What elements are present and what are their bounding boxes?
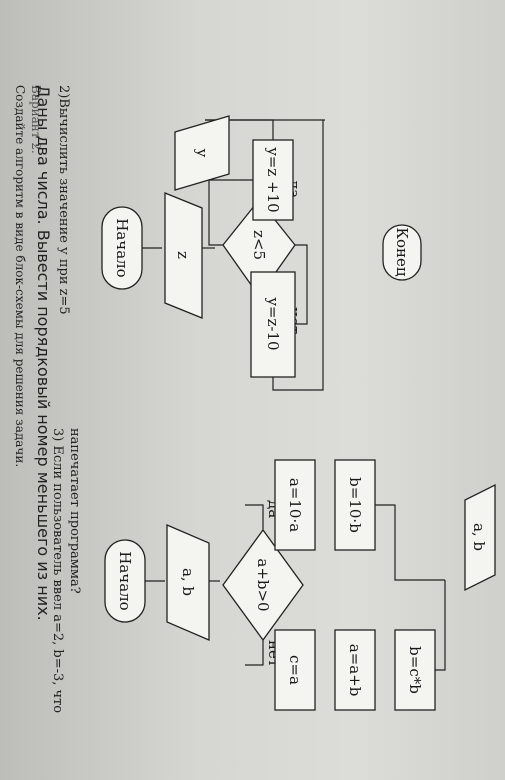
right-yes-branch-line <box>245 504 264 530</box>
left-end-terminal <box>382 224 422 281</box>
left-yes-branch-line <box>208 179 253 246</box>
right-output-label: a, b <box>470 523 488 551</box>
right-yes-action-2-label: b=10·b <box>346 477 364 533</box>
right-start-label: Начало <box>116 551 134 610</box>
left-merge-no <box>272 120 324 391</box>
flowchart-left: Начало z z<5 да нет y=z +10 y=z-10 <box>101 115 422 391</box>
left-output-label: y <box>193 148 211 158</box>
right-no-branch-line <box>245 640 264 666</box>
flowchart-right: Начало a, b a+b>0 да нет a=10·a b=10·b c… <box>104 459 496 711</box>
right-no-action-2-label: a=a+b <box>346 644 364 697</box>
right-no-action-1-box <box>274 629 316 711</box>
right-decision-label: a+b>0 <box>254 558 272 611</box>
right-yes-action-1-label: a=10·a <box>286 478 304 532</box>
right-input-parallelogram <box>166 524 210 641</box>
left-yes-action-label: y=z +10 <box>264 146 282 212</box>
right-input-label: a, b <box>179 568 197 596</box>
left-no-branch-line <box>295 244 308 325</box>
left-end-label: Конец <box>393 227 411 277</box>
right-no-action-3-label: b=c*b <box>406 646 424 694</box>
left-input-label: z <box>174 251 192 259</box>
left-start-label: Начало <box>113 218 131 277</box>
right-yes-action-1-box <box>274 459 316 551</box>
right-merge-yes <box>375 504 445 581</box>
left-no-action-label: y=z-10 <box>264 296 282 350</box>
right-no-action-1-label: c=a <box>286 655 304 685</box>
left-input-parallelogram <box>164 192 203 319</box>
right-merge-no <box>435 580 446 671</box>
left-decision-label: z<5 <box>250 230 268 260</box>
left-output-parallelogram <box>174 115 230 191</box>
right-output-parallelogram <box>464 483 496 592</box>
right-no-action-2-box <box>334 629 376 711</box>
